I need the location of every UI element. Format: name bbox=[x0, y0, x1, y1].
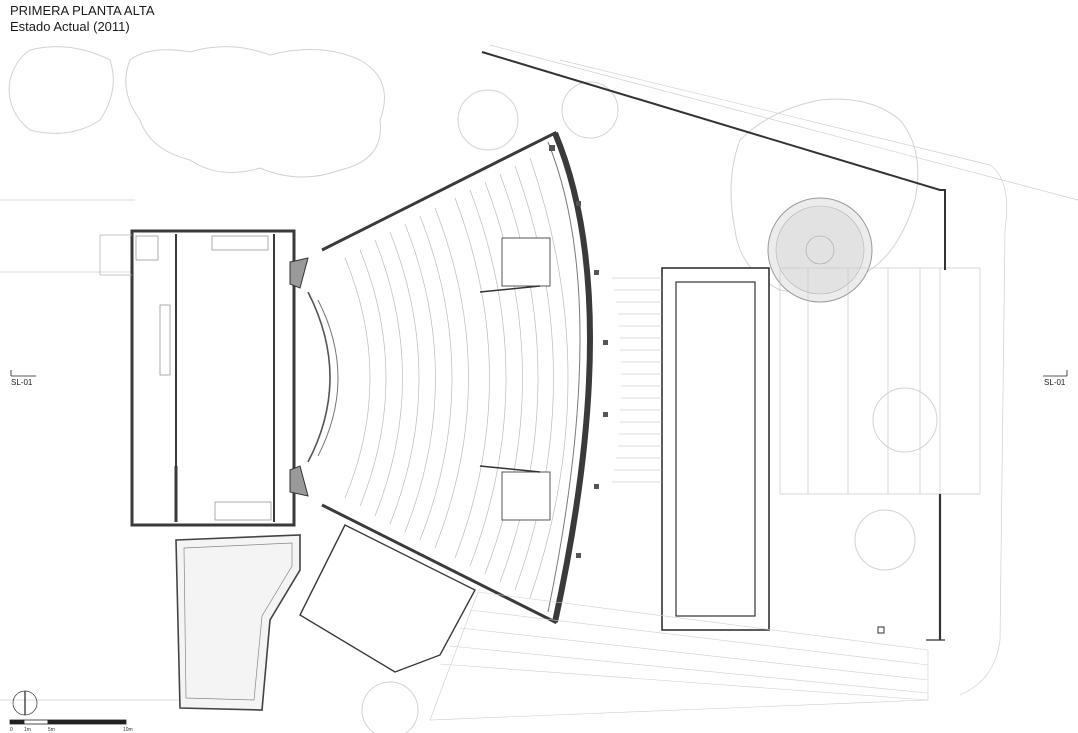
section-mark-right: SL-01 bbox=[1044, 378, 1066, 387]
reflecting-pool bbox=[661, 267, 770, 631]
drawing-title-line2: Estado Actual (2011) bbox=[10, 19, 130, 34]
steps-east bbox=[612, 277, 662, 483]
plaza-marker bbox=[877, 626, 885, 634]
site-boundary-lines bbox=[0, 44, 1078, 701]
scale-label-0: 0 bbox=[10, 727, 13, 733]
round-planter bbox=[767, 197, 873, 303]
foyer-polygon bbox=[299, 524, 476, 673]
scale-label-5m: 5m bbox=[48, 727, 55, 733]
auditorium bbox=[289, 130, 608, 625]
scale-bar bbox=[9, 719, 127, 725]
drawing-title: PRIMERA PLANTA ALTA Estado Actual (2011) bbox=[10, 3, 155, 35]
east-boundary-walls bbox=[481, 51, 946, 641]
paving-grid bbox=[429, 591, 929, 721]
drawing-title-line1: PRIMERA PLANTA ALTA bbox=[10, 3, 155, 18]
section-line-left bbox=[10, 370, 36, 377]
scale-label-10m: 10m bbox=[123, 727, 133, 733]
stage-house bbox=[99, 229, 296, 527]
north-arrow bbox=[12, 690, 38, 716]
section-line-right bbox=[1043, 370, 1068, 377]
left-terrace bbox=[175, 534, 301, 711]
plaza-strips bbox=[779, 267, 981, 495]
section-mark-left: SL-01 bbox=[11, 378, 33, 387]
scale-label-1m: 1m bbox=[24, 727, 31, 733]
